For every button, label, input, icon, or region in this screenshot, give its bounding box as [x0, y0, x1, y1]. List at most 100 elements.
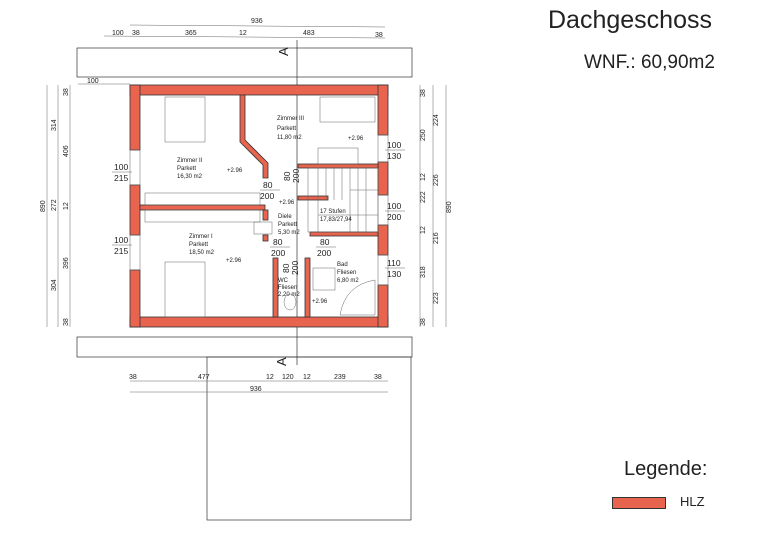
svg-text:222: 222 [420, 191, 427, 203]
svg-text:38: 38 [375, 32, 383, 39]
roof-overhang-bottom [76, 336, 413, 358]
plan-title: Dachgeschoss [548, 6, 712, 34]
svg-text:12: 12 [420, 173, 427, 181]
svg-text:80: 80 [282, 171, 292, 181]
svg-text:130: 130 [387, 151, 401, 161]
svg-text:200: 200 [290, 261, 300, 275]
svg-text:Parkett: Parkett [277, 126, 296, 132]
svg-text:38: 38 [374, 374, 382, 381]
svg-text:120: 120 [282, 374, 294, 381]
svg-text:12: 12 [266, 374, 274, 381]
svg-text:100: 100 [112, 30, 124, 37]
svg-text:215: 215 [114, 246, 128, 256]
svg-text:Parkett: Parkett [177, 166, 196, 172]
svg-text:38: 38 [63, 88, 70, 96]
svg-text:+2.96: +2.96 [348, 136, 364, 142]
svg-text:200: 200 [387, 212, 401, 222]
svg-text:365: 365 [185, 30, 197, 37]
svg-text:80: 80 [320, 237, 330, 247]
svg-text:12: 12 [303, 374, 311, 381]
svg-text:2,20 m2: 2,20 m2 [278, 292, 300, 298]
svg-text:272: 272 [51, 199, 58, 211]
svg-text:936: 936 [251, 18, 263, 25]
svg-text:18,50 m2: 18,50 m2 [189, 250, 215, 256]
svg-text:+2.96: +2.96 [227, 168, 243, 174]
svg-text:304: 304 [51, 279, 58, 291]
svg-text:17,83/27,94: 17,83/27,94 [320, 217, 352, 223]
svg-text:12: 12 [63, 202, 70, 210]
svg-text:80: 80 [273, 237, 283, 247]
svg-text:100: 100 [114, 235, 128, 245]
svg-text:226: 226 [433, 174, 440, 186]
svg-text:Bad: Bad [337, 262, 348, 268]
svg-text:5,30 m2: 5,30 m2 [278, 230, 300, 236]
section-marker-bottom: A [274, 357, 289, 366]
furniture [144, 96, 376, 318]
svg-text:+2.96: +2.96 [312, 299, 328, 305]
svg-text:Diele: Diele [278, 214, 292, 220]
svg-text:200: 200 [271, 248, 285, 258]
svg-text:Parkett: Parkett [278, 222, 297, 228]
svg-text:80: 80 [263, 180, 273, 190]
svg-text:38: 38 [129, 374, 137, 381]
svg-text:80: 80 [281, 263, 291, 273]
dimension-lines [46, 24, 447, 393]
svg-text:38: 38 [63, 318, 70, 326]
svg-text:38: 38 [132, 30, 140, 37]
terrace-outline [206, 356, 412, 521]
room-wc: WC Fliesen 2,20 m2 [278, 278, 300, 298]
dimension-texts: 936 100 38 365 12 483 38 100 890 314 272… [40, 18, 453, 393]
svg-text:318: 318 [420, 266, 427, 278]
section-marker-top: A [276, 47, 291, 56]
svg-text:100: 100 [87, 78, 99, 85]
room-zimmer-ii: Zimmer II Parkett 16,30 m2 +2.96 [177, 158, 243, 180]
svg-text:WC: WC [278, 278, 289, 284]
svg-text:314: 314 [51, 119, 58, 131]
svg-text:483: 483 [303, 30, 315, 37]
svg-text:200: 200 [291, 169, 301, 183]
svg-text:890: 890 [40, 200, 47, 212]
stair-label: 17 Stufen 17,83/27,94 [320, 209, 352, 223]
room-zimmer-iii: Zimmer III Parkett 11,80 m2 +2.96 [277, 116, 364, 142]
svg-text:100: 100 [114, 162, 128, 172]
svg-text:216: 216 [433, 232, 440, 244]
svg-text:11,80 m2: 11,80 m2 [277, 135, 302, 141]
room-bad: Bad Fliesen 6,80 m2 +2.96 [312, 262, 359, 305]
svg-text:17 Stufen: 17 Stufen [320, 209, 346, 215]
svg-text:100: 100 [387, 140, 401, 150]
svg-text:200: 200 [260, 191, 274, 201]
svg-text:477: 477 [198, 374, 210, 381]
svg-text:+2.96: +2.96 [279, 200, 295, 206]
svg-text:936: 936 [250, 386, 262, 393]
staircase [307, 167, 379, 233]
exterior-walls [129, 84, 389, 328]
svg-text:16,30 m2: 16,30 m2 [177, 174, 203, 180]
svg-text:200: 200 [317, 248, 331, 258]
svg-text:396: 396 [63, 257, 70, 269]
svg-text:Parkett: Parkett [189, 242, 208, 248]
svg-text:239: 239 [334, 374, 346, 381]
living-area: WNF.: 60,90m2 [584, 52, 715, 73]
svg-text:110: 110 [387, 258, 401, 268]
svg-text:Zimmer II: Zimmer II [177, 158, 203, 164]
svg-text:+2.96: +2.96 [226, 258, 242, 264]
svg-text:Zimmer III: Zimmer III [277, 116, 304, 122]
svg-text:130: 130 [387, 269, 401, 279]
svg-text:100: 100 [387, 201, 401, 211]
room-zimmer-i: Zimmer I Parkett 18,50 m2 +2.96 [189, 234, 242, 264]
svg-text:224: 224 [433, 114, 440, 126]
svg-text:38: 38 [420, 318, 427, 326]
legend-label-hlz: HLZ [680, 494, 705, 509]
svg-text:890: 890 [446, 201, 453, 213]
svg-text:12: 12 [420, 226, 427, 234]
svg-text:223: 223 [433, 292, 440, 304]
svg-text:Fliesen: Fliesen [337, 270, 356, 276]
svg-text:250: 250 [420, 129, 427, 141]
svg-text:6,80 m2: 6,80 m2 [337, 278, 359, 284]
legend-title: Legende: [624, 458, 708, 480]
svg-text:215: 215 [114, 173, 128, 183]
svg-text:406: 406 [63, 145, 70, 157]
